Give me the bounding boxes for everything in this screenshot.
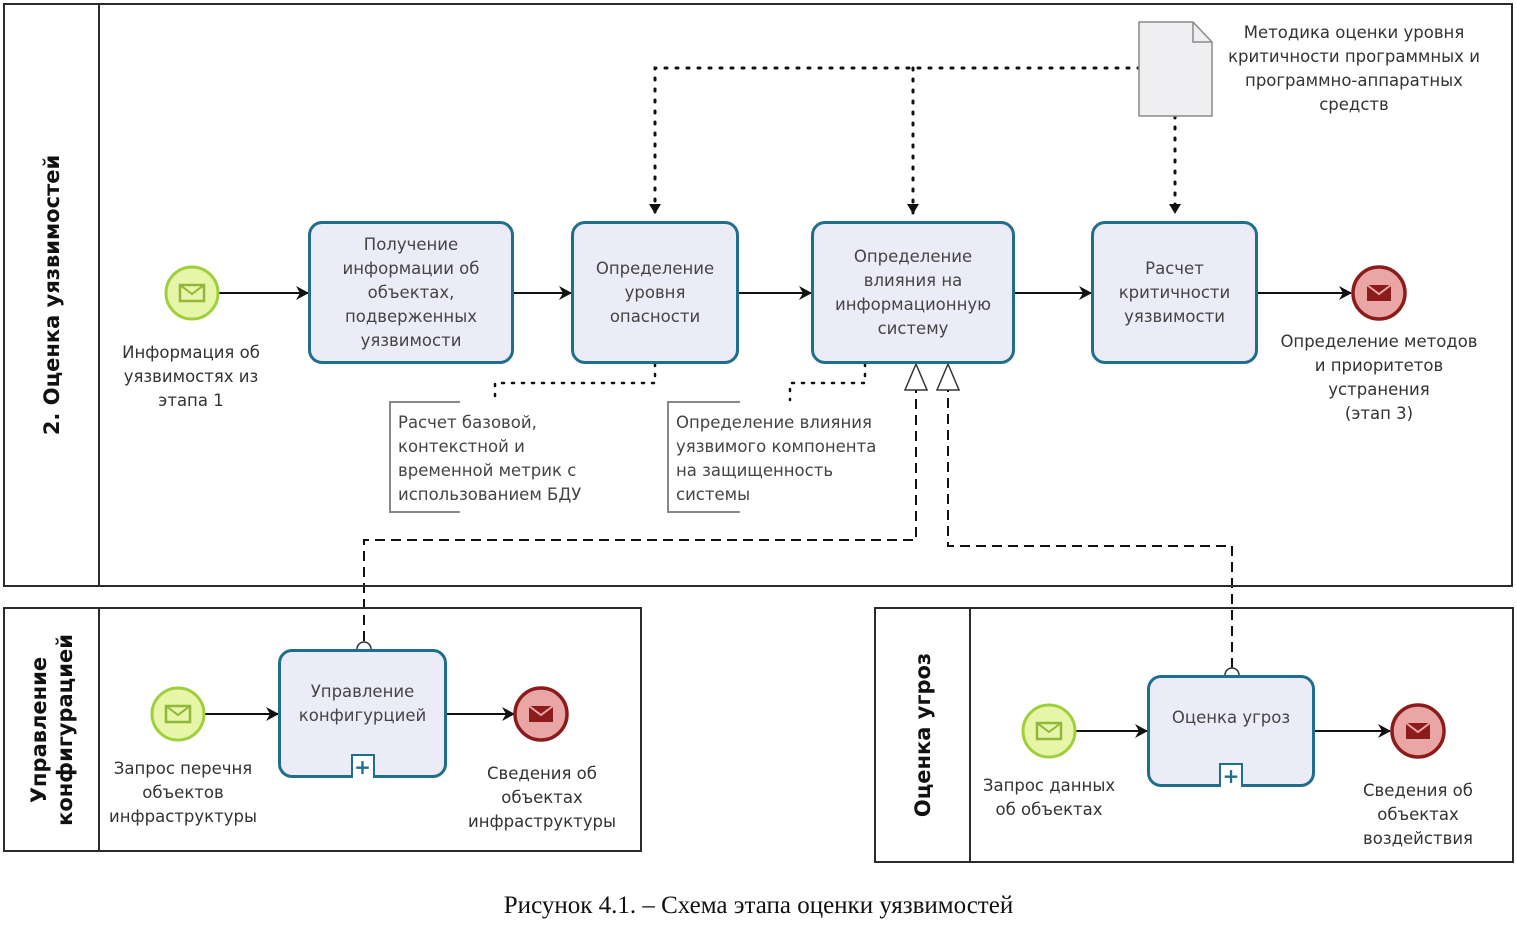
envelope-icon (164, 704, 192, 724)
data-object-label: Методика оценки уровня критичности прогр… (1228, 23, 1480, 114)
end-event-main-label: Определение методов и приоритетов устран… (1280, 332, 1478, 423)
pool-configuration-management: Управление конфигурацией (3, 607, 642, 852)
envelope-icon (1035, 721, 1063, 741)
pool-title: Оценка угроз (910, 652, 935, 818)
annotation-association-2 (788, 362, 867, 402)
message-arrowhead-1 (903, 362, 929, 391)
task-system-impact[interactable]: Определение влияния на информационную си… (811, 221, 1015, 364)
subprocess-threat-assessment[interactable]: Оценка угроз + (1147, 675, 1315, 787)
task-danger-level[interactable]: Определение уровня опасности (571, 221, 739, 364)
end-event-threats[interactable] (1390, 703, 1446, 759)
task-criticality[interactable]: Расчет критичности уязвимости (1091, 221, 1258, 364)
task-label: Управление конфигурцией (298, 682, 427, 725)
task-label: Определение влияния на информационную си… (834, 246, 992, 338)
pool-header: 2. Оценка уязвимостей (5, 5, 100, 585)
envelope-icon (1405, 722, 1431, 739)
plus-icon[interactable]: + (350, 754, 375, 778)
end-event-config-label: Сведения об объектах инфраструктуры (468, 764, 616, 831)
message-flow-config-to-task3 (363, 390, 917, 641)
task-label: Получение информации об объектах, подвер… (342, 234, 480, 350)
annotation-association-1 (493, 362, 657, 402)
task-label: Расчет критичности уязвимости (1118, 258, 1231, 326)
pool-title: 2. Оценка уязвимостей (39, 154, 64, 436)
plus-icon[interactable]: + (1219, 763, 1243, 787)
start-event-main[interactable] (164, 265, 220, 321)
task-label: Оценка угроз (1171, 708, 1291, 727)
annotation-bracket-1 (389, 401, 460, 513)
message-arrowhead-2 (935, 362, 961, 391)
end-event-config[interactable] (513, 686, 569, 742)
end-event-main[interactable] (1351, 265, 1407, 321)
pool-vulnerability-assessment: 2. Оценка уязвимостей (3, 3, 1513, 587)
start-event-threats[interactable] (1021, 703, 1077, 759)
annotation-component-impact: Определение влияния уязвимого компонента… (676, 413, 877, 504)
subprocess-config-management[interactable]: Управление конфигурцией + (278, 649, 447, 778)
envelope-icon (1366, 284, 1392, 301)
pool-threat-assessment: Оценка угроз (874, 607, 1514, 863)
figure-caption: Рисунок 4.1. – Схема этапа оценки уязвим… (503, 892, 1014, 919)
pool-header: Управление конфигурацией (5, 609, 100, 850)
pool-title: Управление конфигурацией (26, 633, 77, 826)
end-event-threats-label: Сведения об объектах воздействия (1363, 781, 1473, 848)
start-event-config[interactable] (150, 686, 206, 742)
annotation-metrics: Расчет базовой, контекстной и временной … (398, 413, 582, 504)
start-event-threats-label: Запрос данных об объектах (982, 776, 1116, 819)
start-event-main-label: Информация об уязвимостях из этапа 1 (122, 343, 260, 410)
task-get-info[interactable]: Получение информации об объектах, подвер… (308, 221, 514, 364)
message-flow-threats-to-task3 (947, 390, 1233, 668)
envelope-icon (178, 283, 206, 303)
start-event-config-label: Запрос перечня объектов инфраструктуры (109, 759, 257, 826)
data-association-to-task2 (649, 66, 1142, 216)
annotation-bracket-2 (667, 401, 740, 513)
pool-header: Оценка угроз (876, 609, 971, 861)
task-label: Определение уровня опасности (595, 258, 715, 326)
document-icon[interactable] (1138, 21, 1213, 117)
envelope-icon (528, 705, 554, 722)
